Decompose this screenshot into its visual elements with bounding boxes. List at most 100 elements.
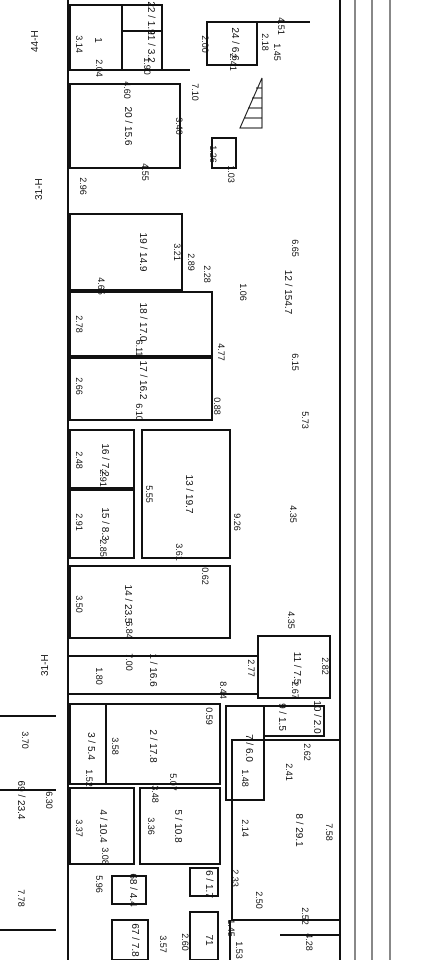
room-label: 22 / 1.9	[145, 1, 156, 35]
room-label: 6 / 1.7	[203, 870, 214, 898]
room-label: 16 / 7.2	[99, 443, 110, 477]
dimension-label: 3.08	[100, 847, 110, 865]
dimension-label: 2.91	[74, 513, 84, 531]
dimension-label: 1.80	[94, 667, 104, 685]
axis-label: 31-H	[40, 654, 51, 676]
room-label: 68 / 4.4	[127, 873, 138, 907]
dimension-label: 3.14	[74, 35, 84, 53]
dimension-label: 9.26	[232, 513, 242, 531]
dimension-label: 1.48	[240, 769, 250, 787]
dimension-label: 2.66	[74, 377, 84, 395]
dimension-label: 2.41	[284, 763, 294, 781]
dimension-label: 6.84	[124, 621, 134, 639]
dimension-label: 0.59	[204, 707, 214, 725]
dimension-label: 2.41	[228, 53, 238, 71]
dimension-label: 1.03	[226, 165, 236, 183]
room-label: 3 / 5.4	[85, 732, 96, 760]
dimension-label: 3.61	[174, 543, 184, 561]
axis-label: 44-H	[30, 30, 41, 52]
dimension-label: 1.52	[84, 769, 94, 787]
dimension-label: 2.77	[246, 659, 256, 677]
dimension-label: 6.10	[134, 403, 144, 421]
dimension-label: 4.35	[286, 611, 296, 629]
room-labels: 1 2 / 17.8 3 / 5.4 4 / 10.4 5 / 10.8 6 / 1.7 7…	[15, 1, 322, 957]
dimension-label: 5.73	[300, 411, 310, 429]
dimension-label: 6.11	[134, 340, 144, 357]
stair	[239, 77, 263, 129]
dimension-label: 4.28	[304, 933, 314, 951]
room-label: 17 / 16.2	[137, 361, 148, 400]
dimension-label: 1.26	[208, 145, 218, 163]
dimension-label: 6.30	[44, 791, 54, 809]
room-label: 8 / 29.1	[293, 813, 304, 847]
dimension-label: 1.90	[142, 57, 152, 75]
room-label: 1 / 16.6	[147, 653, 158, 687]
dimension-label: 1.06	[238, 283, 248, 301]
dimension-label: 0.88	[212, 397, 222, 415]
dimension-label: 3.50	[74, 595, 84, 613]
dimension-label: 8.44	[218, 681, 228, 699]
room-label: 12 / 154.7	[282, 270, 293, 315]
dimension-label: 6.15	[290, 353, 300, 371]
room-label: 19 / 14.9	[137, 233, 148, 272]
dimension-label: 2.96	[78, 177, 88, 195]
room-label: 14 / 23.5	[122, 585, 133, 624]
dimension-label: 2.85	[98, 539, 108, 557]
dimension-label: 6.65	[290, 239, 300, 257]
dimension-label: 2.33	[230, 869, 240, 887]
room-label: 24 / 6.6	[229, 27, 240, 61]
dimension-label: 7.00	[124, 653, 134, 671]
room-label: 13 / 19.7	[183, 475, 194, 514]
dimension-labels: 3.142.042.002.412.184.511.451.907.104.60…	[16, 17, 334, 959]
dimension-label: 4.55	[140, 163, 150, 181]
dimension-label: 5.07	[168, 773, 178, 791]
room-label: 69 / 23.4	[15, 781, 26, 820]
dimension-label: 2.62	[302, 743, 312, 761]
dimension-label: 5.96	[94, 875, 104, 893]
axis-label: 31-H	[34, 178, 45, 200]
room-label: 71	[203, 934, 214, 946]
room-label: 7 / 6.0	[243, 734, 254, 762]
room-label: 15 / 8.3	[99, 507, 110, 541]
dimension-label: 1.45	[226, 919, 236, 937]
dimension-label: 7.58	[324, 823, 334, 841]
room-label: 1	[92, 37, 103, 43]
dimension-label: 2.18	[260, 33, 270, 51]
room-label: 18 / 17.0	[137, 303, 148, 342]
dimension-label: 4.65	[96, 277, 106, 295]
room-label: 67 / 7.8	[129, 923, 140, 957]
room-label: 9 / 1.5	[276, 703, 287, 731]
dimension-label: 3.48	[150, 785, 160, 803]
room-label: 5 / 10.8	[172, 809, 183, 843]
dimension-label: 3.58	[110, 737, 120, 755]
dimension-label: 2.28	[202, 265, 212, 283]
dimension-label: 2.52	[300, 907, 310, 925]
dimension-label: 5.55	[144, 485, 154, 503]
dimension-label: 7.78	[16, 889, 26, 907]
room-label: 21 / 3.2	[145, 29, 156, 63]
dimension-label: 2.89	[186, 253, 196, 271]
room-label: 4 / 10.4	[97, 809, 108, 843]
walls	[0, 0, 391, 960]
dimension-label: 2.14	[240, 819, 250, 837]
dimension-label: 2.91	[98, 469, 108, 487]
dimension-label: 4.51	[276, 17, 286, 35]
room-label: 11 / 7.5	[291, 652, 302, 685]
room-label: 10 / 2.0	[311, 700, 322, 734]
dimension-label: 2.04	[94, 59, 104, 77]
dimension-label: 2.78	[74, 315, 84, 333]
dimension-label: 3.57	[158, 935, 168, 953]
dimension-label: 2.50	[254, 891, 264, 909]
dimension-label: 2.67	[290, 681, 300, 699]
dimension-label: 3.21	[172, 243, 182, 261]
room-label: 2 / 17.8	[147, 729, 158, 763]
dimension-label: 0.62	[200, 567, 210, 585]
dimension-label: 2.82	[320, 657, 330, 675]
dimension-label: 4.77	[216, 343, 226, 361]
dimension-label: 3.37	[74, 819, 84, 837]
dimension-label: 2.48	[74, 451, 84, 469]
dimension-label: 1.53	[234, 941, 244, 959]
dimension-label: 2.00	[200, 35, 210, 53]
dimension-label: 4.60	[122, 81, 132, 99]
